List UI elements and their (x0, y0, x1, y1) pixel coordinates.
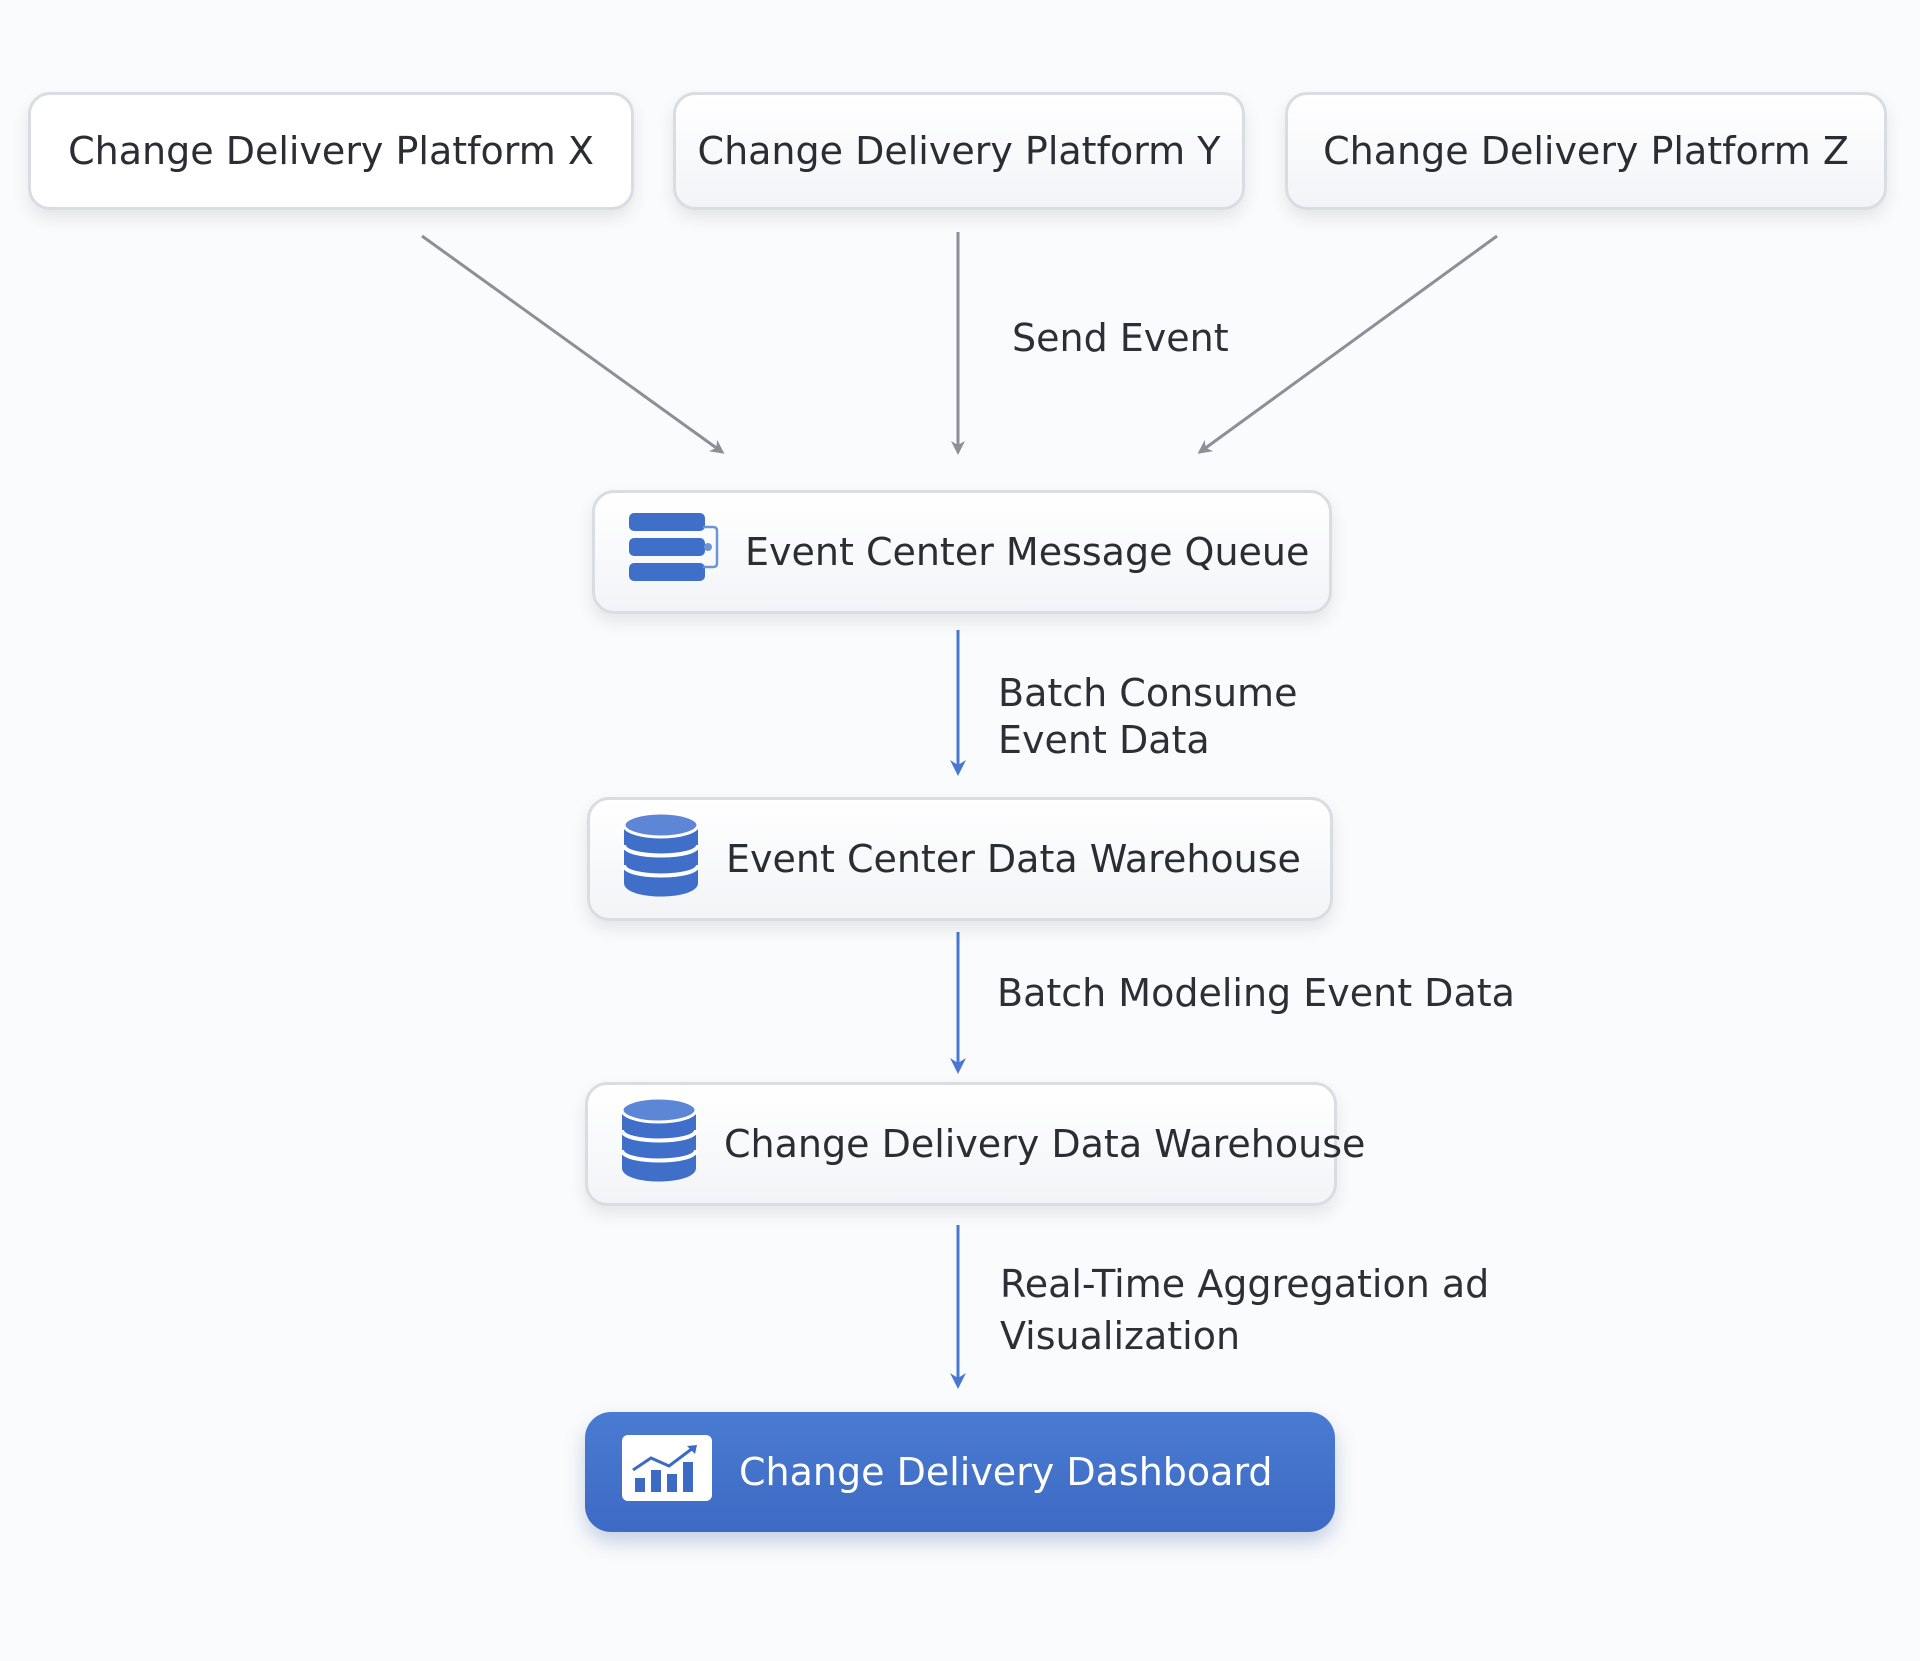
server-stack-icon (627, 511, 719, 594)
source-platform-x-label: Change Delivery Platform X (68, 129, 594, 173)
dashboard-node: Change Delivery Dashboard (585, 1412, 1335, 1532)
change-warehouse-label: Change Delivery Data Warehouse (724, 1122, 1366, 1166)
message-queue-label: Event Center Message Queue (745, 530, 1310, 574)
edge-label-realtime-aggregation: Real-Time Aggregation ad Visualization (1000, 1262, 1490, 1358)
event-warehouse-node: Event Center Data Warehouse (587, 797, 1333, 921)
chart-dashboard-icon (621, 1434, 713, 1511)
database-icon (620, 1096, 698, 1193)
event-warehouse-label: Event Center Data Warehouse (726, 837, 1301, 881)
dashboard-label: Change Delivery Dashboard (739, 1450, 1273, 1494)
change-warehouse-node: Change Delivery Data Warehouse (585, 1082, 1365, 1206)
source-platform-z-label: Change Delivery Platform Z (1323, 129, 1849, 173)
message-queue-node: Event Center Message Queue (592, 490, 1332, 614)
edge-label-send-event: Send Event (1012, 316, 1229, 360)
source-platform-y-label: Change Delivery Platform Y (697, 129, 1221, 173)
database-icon (622, 811, 700, 908)
arrow-z-to-queue (1197, 234, 1498, 454)
source-platform-z: Change Delivery Platform Z (1285, 92, 1887, 210)
arrow-x-to-queue (421, 234, 725, 454)
source-platform-x: Change Delivery Platform X (28, 92, 634, 210)
edge-label-batch-modeling: Batch Modeling Event Data (997, 971, 1515, 1015)
source-platform-y: Change Delivery Platform Y (673, 92, 1245, 210)
edge-label-batch-consume: Batch Consume Event Data (998, 671, 1298, 762)
